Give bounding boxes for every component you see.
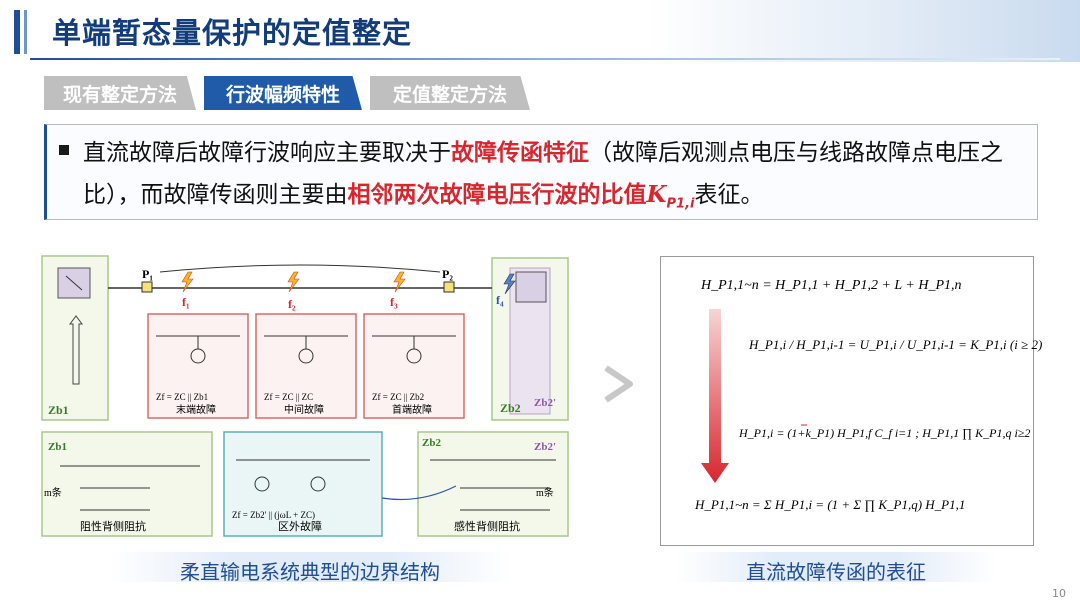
resistive-backside-box bbox=[41, 431, 213, 537]
lower-circuits bbox=[60, 459, 556, 511]
statement-highlight1: 故障传函特征 bbox=[451, 140, 589, 166]
fault-box-end bbox=[147, 313, 249, 419]
bullet-square bbox=[59, 145, 69, 155]
transfer-function-formulas: H_P1,1~n = H_P1,1 + H_P1,2 + L + H_P1,n … bbox=[660, 256, 1042, 546]
svg-text:末端故障: 末端故障 bbox=[176, 403, 216, 416]
tab-traveling-wave-frequency[interactable]: 行波幅频特性 bbox=[204, 76, 362, 110]
fault-f1-icon bbox=[181, 271, 194, 293]
svg-text:Zf = Zb2' || (jωL + ZC): Zf = Zb2' || (jωL + ZC) bbox=[232, 510, 315, 520]
fault-box-circuits bbox=[156, 335, 456, 364]
formula-4: H_P1,1~n = Σ H_P1,i = (1 + Σ ∏ K_P1,q) H… bbox=[694, 497, 965, 512]
converter-right bbox=[515, 271, 547, 303]
formula-2: H_P1,i / H_P1,i-1 = U_P1,i / U_P1,i-1 = … bbox=[748, 337, 1042, 352]
svg-text:m条: m条 bbox=[536, 486, 554, 499]
page-number: 10 bbox=[1052, 587, 1066, 600]
chevron-right-icon bbox=[604, 365, 633, 403]
svg-text:中间故障: 中间故障 bbox=[284, 403, 324, 416]
flow-arrow bbox=[600, 362, 644, 410]
page-title: 单端暂态量保护的定值整定 bbox=[52, 16, 413, 50]
svg-text:Zf = ZC || Zb2: Zf = ZC || Zb2 bbox=[372, 392, 424, 402]
inductive-backside-box bbox=[417, 431, 569, 537]
formula-svg: H_P1,1~n = H_P1,1 + H_P1,2 + L + H_P1,n … bbox=[694, 278, 1042, 512]
svg-text:f₃: f₃ bbox=[390, 295, 398, 309]
svg-text:Zb1: Zb1 bbox=[48, 403, 69, 417]
tab-setting-method[interactable]: 定值整定方法 bbox=[370, 76, 530, 110]
svg-text:f₁: f₁ bbox=[182, 295, 190, 309]
boundary-structure-diagram: Zb1 Zb2 Zb2' P₁ P₂ f₁ f₂ f₃ f₄ Zf = ZC bbox=[40, 254, 572, 538]
header-bar bbox=[0, 0, 1080, 62]
svg-text:Zf = ZC || Zb1: Zf = ZC || Zb1 bbox=[156, 392, 208, 402]
statement-part1: 直流故障后故障行波响应主要取决于 bbox=[83, 140, 451, 166]
svg-text:Zb2: Zb2 bbox=[500, 401, 521, 415]
fault-f4-icon bbox=[503, 273, 516, 295]
boundary-structure-svg: Zb1 Zb2 Zb2' P₁ P₂ f₁ f₂ f₃ f₄ Zf = ZC bbox=[41, 255, 569, 537]
overhead-line bbox=[159, 264, 441, 273]
svg-text:首端故障: 首端故障 bbox=[392, 403, 432, 416]
svg-text:区外故障: 区外故障 bbox=[278, 519, 322, 533]
svg-text:f₄: f₄ bbox=[496, 293, 504, 307]
svg-text:Zb2': Zb2' bbox=[534, 441, 556, 453]
tower-left bbox=[69, 315, 83, 385]
statement-symbol: KP1,i bbox=[646, 181, 695, 212]
header-accent bbox=[14, 10, 20, 54]
fault-box-head bbox=[363, 313, 465, 419]
statement-highlight2: 相邻两次故障电压行波的比值 bbox=[347, 182, 647, 208]
f4-arrow bbox=[381, 485, 457, 501]
external-fault-box bbox=[223, 431, 383, 537]
statement-part3: 表征。 bbox=[694, 182, 764, 208]
fault-f2-icon bbox=[287, 271, 300, 293]
tab-existing-methods[interactable]: 现有整定方法 bbox=[44, 76, 196, 110]
left-caption: 柔直输电系统典型的边界结构 bbox=[180, 560, 440, 584]
svg-text:P₁: P₁ bbox=[142, 267, 153, 281]
svg-text:Zb2: Zb2 bbox=[422, 437, 441, 449]
right-caption: 直流故障传函的表征 bbox=[746, 560, 926, 584]
left-caption-bg bbox=[110, 552, 510, 582]
fault-box-middle bbox=[255, 313, 357, 419]
statement-box: 直流故障后故障行波响应主要取决于故障传函特征（故障后观测点电压与线路故障点电压之… bbox=[44, 124, 1038, 220]
formula-1: H_P1,1~n = H_P1,1 + H_P1,2 + L + H_P1,n bbox=[700, 278, 962, 293]
statement-text: 直流故障后故障行波响应主要取决于故障传函特征（故障后观测点电压与线路故障点电压之… bbox=[83, 133, 1033, 225]
fault-f3-icon bbox=[393, 271, 406, 293]
svg-text:Zb1: Zb1 bbox=[48, 441, 67, 453]
header-accent-secondary bbox=[24, 10, 27, 54]
svg-text:感性背侧阻抗: 感性背侧阻抗 bbox=[454, 519, 520, 533]
svg-text:P₂: P₂ bbox=[442, 267, 453, 281]
svg-text:m条: m条 bbox=[44, 486, 62, 499]
svg-text:Zb2': Zb2' bbox=[534, 397, 556, 409]
statement-part2: （故障后观测点电压与线路故障点电压之比），而故障传函则主要由 bbox=[83, 140, 1003, 208]
right-caption-bg bbox=[676, 552, 996, 582]
header-divider bbox=[30, 58, 1060, 60]
p2-breaker bbox=[443, 281, 455, 293]
derivation-arrow bbox=[701, 309, 729, 483]
svg-text:阻性背侧阻抗: 阻性背侧阻抗 bbox=[80, 519, 146, 533]
svg-text:Zf = ZC || ZC: Zf = ZC || ZC bbox=[264, 392, 313, 402]
svg-text:f₂: f₂ bbox=[288, 297, 296, 311]
p1-breaker bbox=[141, 281, 153, 293]
formula-3: H_P1,i = (1+k_P1) H_P1,f C_f i=1 ; H_P1,… bbox=[738, 426, 1030, 440]
